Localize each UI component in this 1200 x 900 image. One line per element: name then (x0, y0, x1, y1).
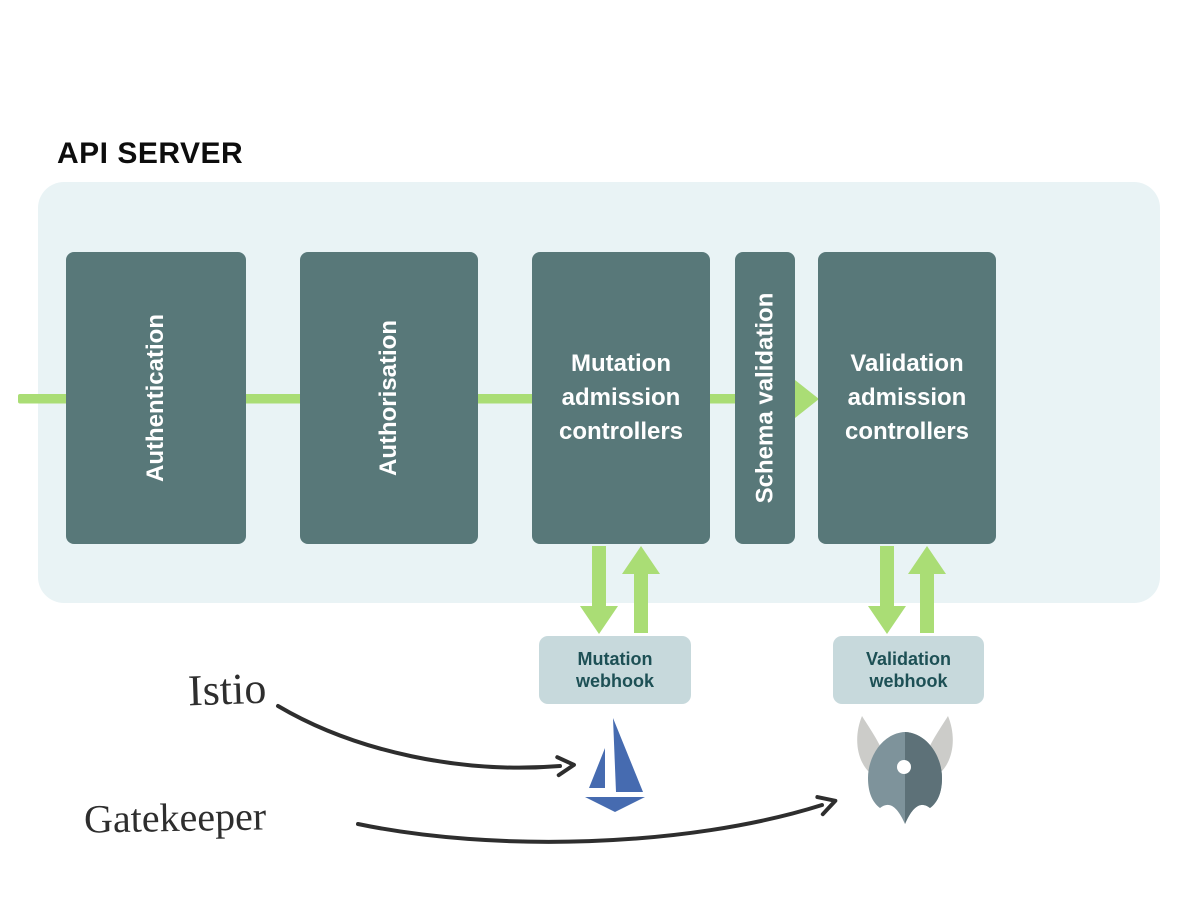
stage-authorisation: Authorisation (300, 252, 478, 544)
validation-up-arrow-icon (908, 546, 946, 633)
validation-webhook-box: Validation webhook (833, 636, 984, 704)
stage-authentication: Authentication (66, 252, 246, 544)
mutation-down-arrow-icon (580, 546, 618, 634)
validation-down-arrow-icon (868, 546, 906, 634)
gatekeeper-logo-icon (857, 716, 953, 824)
stage-mutation-admission-controllers: Mutation admission controllers (532, 252, 710, 544)
stage-validation-admission-controllers: Validation admission controllers (818, 252, 996, 544)
istio-logo-icon (585, 718, 645, 812)
istio-label: Istio (187, 663, 268, 716)
page-title: API SERVER (57, 137, 244, 170)
webhook-label: Validation webhook (865, 648, 952, 692)
stage-label: Authentication (142, 314, 169, 482)
webhook-label: Mutation webhook (575, 648, 654, 692)
stage-label: Authorisation (375, 320, 402, 476)
flow-arrowhead-icon (795, 380, 819, 418)
stage-label: Validation admission controllers (844, 349, 970, 446)
gatekeeper-label: Gatekeeper (83, 793, 267, 842)
helmet-eye-icon (897, 760, 911, 774)
mutation-webhook-box: Mutation webhook (539, 636, 691, 704)
mutation-up-arrow-icon (622, 546, 660, 633)
stage-label: Schema validation (751, 292, 778, 504)
stage-label: Mutation admission controllers (558, 349, 684, 446)
stage-schema-validation: Schema validation (735, 252, 795, 544)
